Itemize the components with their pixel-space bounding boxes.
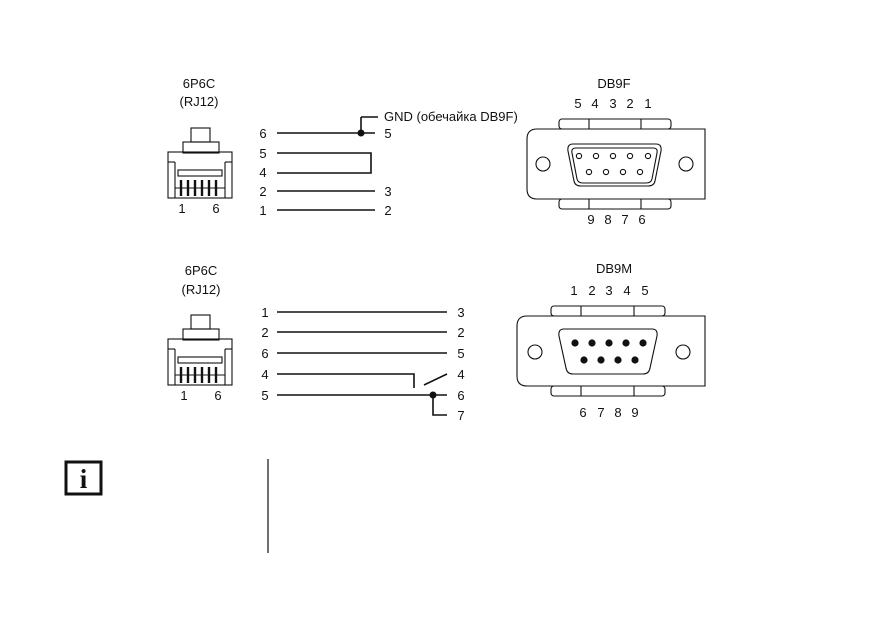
bottom-db9-title: DB9M <box>596 261 632 276</box>
bottom-wire2-left-label: 2 <box>261 325 268 340</box>
top-wire6-right-label: 5 <box>384 126 391 141</box>
bottom-db9m-connector <box>516 305 706 397</box>
top-rj12-connector <box>167 127 233 199</box>
top-wire6-left-label: 6 <box>259 126 266 141</box>
bottom-wire2-right-label: 2 <box>457 325 464 340</box>
bottom-rj-pin1-label: 1 <box>180 388 187 403</box>
top-rj-pin1-label: 1 <box>178 201 185 216</box>
top-wire1-left-label: 1 <box>259 203 266 218</box>
bottom-wire4-left-label: 4 <box>261 367 268 382</box>
bottom-wire6-right-label: 7 <box>457 408 464 423</box>
bottom-rj-subtitle: (RJ12) <box>181 282 220 297</box>
top-wire4-left-label: 4 <box>259 165 266 180</box>
top-db9-pin-label: 9 <box>587 212 594 227</box>
bottom-wire3-right-label: 5 <box>457 346 464 361</box>
top-wiring: 6 GND (обечайка DB9F) 5 5 4 2 3 1 2 <box>259 109 517 218</box>
bottom-db9-pin-label: 5 <box>641 283 648 298</box>
bottom-db9-pin-label: 8 <box>614 405 621 420</box>
top-db9-pin-label: 3 <box>609 96 616 111</box>
info-icon: i <box>64 460 103 496</box>
top-wire1-right-label: 2 <box>384 203 391 218</box>
bottom-rj-title: 6P6C <box>185 263 218 278</box>
top-db9-pin-label: 5 <box>574 96 581 111</box>
top-db9-pin-label: 1 <box>644 96 651 111</box>
bottom-db9-pin-label: 3 <box>605 283 612 298</box>
bottom-wiring: 1 3 2 2 6 5 4 4 5 6 7 <box>261 305 464 423</box>
bottom-section: 6P6C (RJ12) 1 6 1 <box>167 261 706 423</box>
bottom-wire5-left-label: 5 <box>261 388 268 403</box>
top-db9-pin-label: 7 <box>621 212 628 227</box>
top-wire5-left-label: 5 <box>259 146 266 161</box>
bottom-wire4-right-label: 4 <box>457 367 464 382</box>
bottom-db9-pin-label: 7 <box>597 405 604 420</box>
bottom-db9-pin-label: 4 <box>623 283 630 298</box>
bottom-db9-pin-label: 9 <box>631 405 638 420</box>
top-wire2-left-label: 2 <box>259 184 266 199</box>
top-db9-title: DB9F <box>597 76 630 91</box>
bottom-db9-pin-label: 1 <box>570 283 577 298</box>
top-rj-pin6-label: 6 <box>212 201 219 216</box>
bottom-rj-pin6-label: 6 <box>214 388 221 403</box>
bottom-rj12-connector <box>167 314 233 386</box>
note-block: i <box>64 459 269 553</box>
top-db9-pin-label: 6 <box>638 212 645 227</box>
info-icon-letter: i <box>80 464 88 494</box>
bottom-wire1-right-label: 3 <box>457 305 464 320</box>
top-db9-pin-label: 4 <box>591 96 598 111</box>
top-wire2-right-label: 3 <box>384 184 391 199</box>
top-gnd-label: GND (обечайка DB9F) <box>384 109 518 124</box>
top-db9-pin-label: 2 <box>626 96 633 111</box>
top-rj-subtitle: (RJ12) <box>179 94 218 109</box>
top-db9-pin-label: 8 <box>604 212 611 227</box>
bottom-db9-pin-label: 6 <box>579 405 586 420</box>
top-section: 6P6C (RJ12) 1 6 6 <box>167 76 706 227</box>
bottom-db9-pin-label: 2 <box>588 283 595 298</box>
bottom-wire5-right-label: 6 <box>457 388 464 403</box>
bottom-wire3-left-label: 6 <box>261 346 268 361</box>
bottom-wire1-left-label: 1 <box>261 305 268 320</box>
top-db9f-connector <box>526 118 706 210</box>
top-rj-title: 6P6C <box>183 76 216 91</box>
